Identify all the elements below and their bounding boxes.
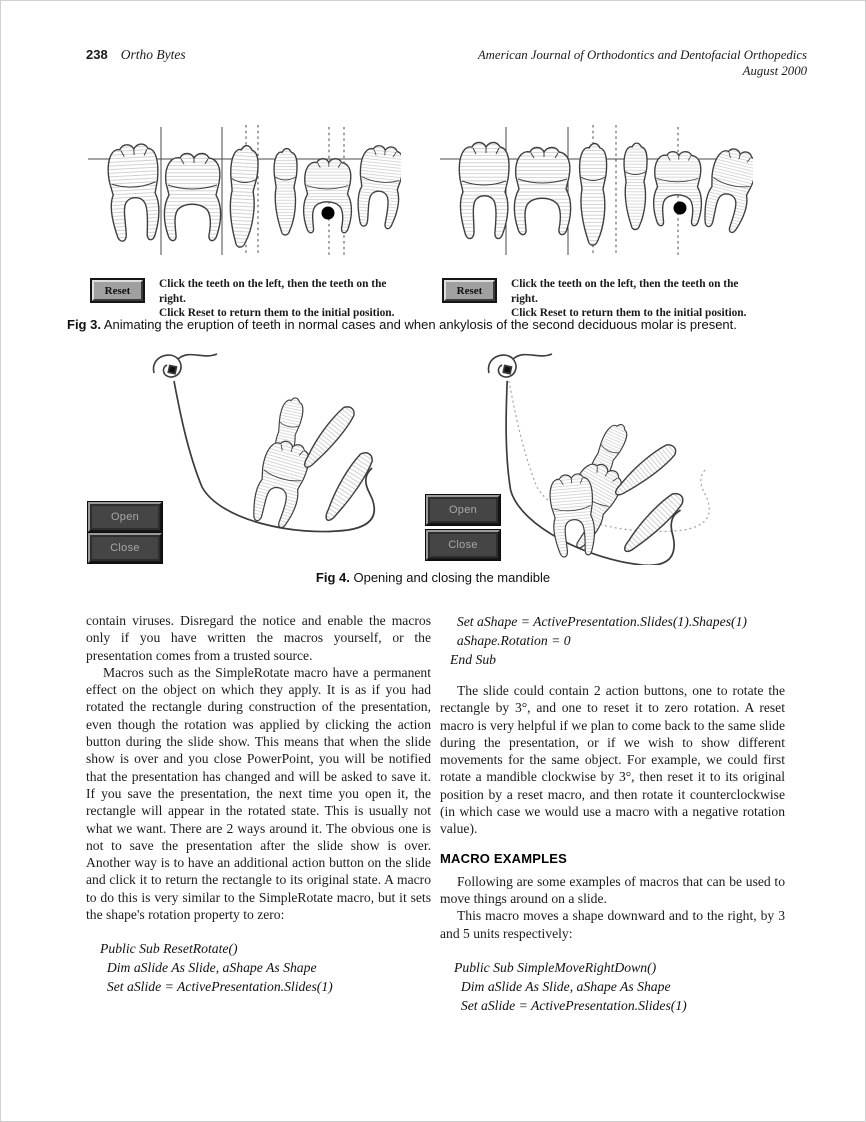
teeth-left-group [106,142,260,249]
paragraph: contain viruses. Disregard the notice an… [86,613,431,663]
ankylosis-marker-dot [673,201,687,215]
teeth-eruption-diagram [88,125,401,255]
code-line: End Sub [450,652,497,667]
issue-date: August 2000 [742,64,807,78]
macro-examples-heading: MACRO EXAMPLES [440,850,568,866]
fig3-panel-ankylosis: Reset Click the teeth on the left, then … [438,113,756,321]
journal-title: American Journal of Orthodontics and Den… [477,48,807,62]
code-line: aShape.Rotation = 0 [450,633,571,648]
body-columns: contain viruses. Disregard the notice an… [86,612,785,1015]
mandible-teeth [248,396,377,530]
page-number: 238 [86,47,108,62]
fig3-panel-normal: Reset Click the teeth on the left, then … [86,113,404,321]
column-right: Set aShape = ActivePresentation.Slides(1… [440,612,785,1015]
code-block-simplemoverightdown: Public Sub SimpleMoveRightDown() Dim aSl… [454,958,785,1015]
ankylosis-marker-dot [321,206,335,220]
code-line: Set aShape = ActivePresentation.Slides(1… [450,614,747,629]
paragraph: Following are some examples of macros th… [440,873,785,906]
condyle-spiral [152,353,218,378]
code-block-resetrotate: Public Sub ResetRotate() Dim aSlide As S… [100,939,431,996]
code-line: Public Sub SimpleMoveRightDown() [454,959,657,975]
code-line: Set aSlide = ActivePresentation.Slides(1… [454,997,687,1013]
close-button-image: Close [426,530,500,560]
fig4-panel-closed: Open Close [86,347,426,567]
teeth-left-group [458,141,608,246]
code-block-resetrotate-end: Set aShape = ActivePresentation.Slides(1… [450,612,785,669]
code-line: Set aSlide = ActivePresentation.Slides(1… [100,979,333,995]
page-header: 238 Ortho Bytes American Journal of Ortho… [86,47,807,79]
reset-instructions: Click the teeth on the left, then the te… [511,278,747,319]
code-line: Dim aSlide As Slide, aShape As Shape [454,978,671,994]
mandible-rotated-group [472,379,704,574]
paragraph: Macros such as the SimpleRotate macro ha… [86,664,431,923]
column-left: contain viruses. Disregard the notice an… [86,612,431,1015]
teeth-right-group [623,142,753,236]
code-line: Public Sub ResetRotate() [100,941,238,957]
reset-button-image: Reset [444,280,495,301]
open-button-image: Open [88,502,162,532]
fig3-caption: Fig 3. Animating the eruption of teeth i… [67,317,737,332]
fig4-caption: Fig 4. Opening and closing the mandible [315,570,551,585]
reset-instructions: Click the teeth on the left, then the te… [159,278,395,319]
paragraph: The slide could contain 2 action buttons… [440,683,785,837]
close-button-image: Close [88,533,162,563]
condyle-spiral [487,353,553,378]
code-line: Dim aSlide As Slide, aShape As Shape [100,960,317,976]
running-head-right: American Journal of Orthodontics and Den… [478,47,807,79]
section-title: Ortho Bytes [120,47,186,62]
fig3-control-row: Reset Click the teeth on the left, then … [438,277,756,321]
teeth-right-group [273,143,401,236]
teeth-eruption-diagram [440,125,753,255]
open-button-image: Open [426,495,500,525]
fig3-control-row: Reset Click the teeth on the left, then … [86,277,404,321]
running-head-left: 238 Ortho Bytes [86,47,186,63]
reset-button-image: Reset [92,280,143,301]
paragraph: This macro moves a shape downward and to… [440,908,785,941]
fig4-panel-open: Open Close [421,347,761,574]
